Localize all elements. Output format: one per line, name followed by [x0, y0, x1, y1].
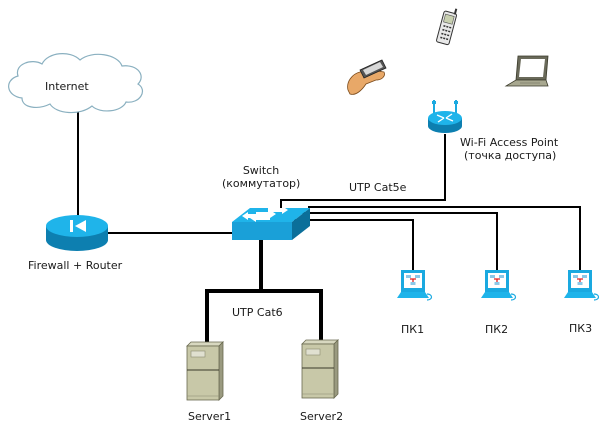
pda-hand-icon	[347, 59, 387, 95]
link-servers-bus	[205, 289, 323, 343]
pc3-label: ПК3	[569, 322, 593, 335]
pc1-label: ПК1	[401, 323, 425, 336]
access-point-label-line2: (точка доступа)	[464, 149, 557, 162]
firewall-router-icon	[46, 215, 108, 251]
link-switch-pc2	[300, 212, 498, 270]
mobile-phone-icon	[436, 8, 458, 46]
cat5e-label: UTP Cat5e	[349, 181, 407, 194]
switch-icon	[232, 206, 310, 240]
internet-label: Internet	[45, 80, 89, 93]
pc1-icon	[397, 270, 433, 301]
server2-label: Server2	[300, 410, 344, 423]
switch-label: Switch (коммутатор)	[222, 164, 300, 190]
firewall-router-label: Firewall + Router	[28, 259, 123, 272]
laptop-icon	[504, 55, 549, 87]
wifi-access-point-icon	[428, 100, 462, 133]
link-switch-pc1	[294, 219, 414, 270]
server1-label: Server1	[188, 410, 232, 423]
link-switch-pc3	[308, 206, 581, 270]
switch-label-line1: Switch	[242, 164, 280, 177]
switch-label-line2: (коммутатор)	[222, 177, 301, 190]
access-point-label-line1: Wi-Fi Access Point	[460, 136, 559, 149]
pc3-icon	[564, 270, 600, 301]
pc2-icon	[481, 270, 517, 301]
pc2-label: ПК2	[485, 323, 509, 336]
internet-cloud-icon	[8, 53, 143, 114]
access-point-label: Wi-Fi Access Point (точка доступа)	[460, 136, 558, 162]
server2-icon	[301, 339, 339, 399]
link-switch-ap	[280, 134, 446, 208]
cat6-label: UTP Cat6	[232, 306, 283, 319]
server1-icon	[186, 341, 224, 401]
connections	[77, 108, 581, 343]
